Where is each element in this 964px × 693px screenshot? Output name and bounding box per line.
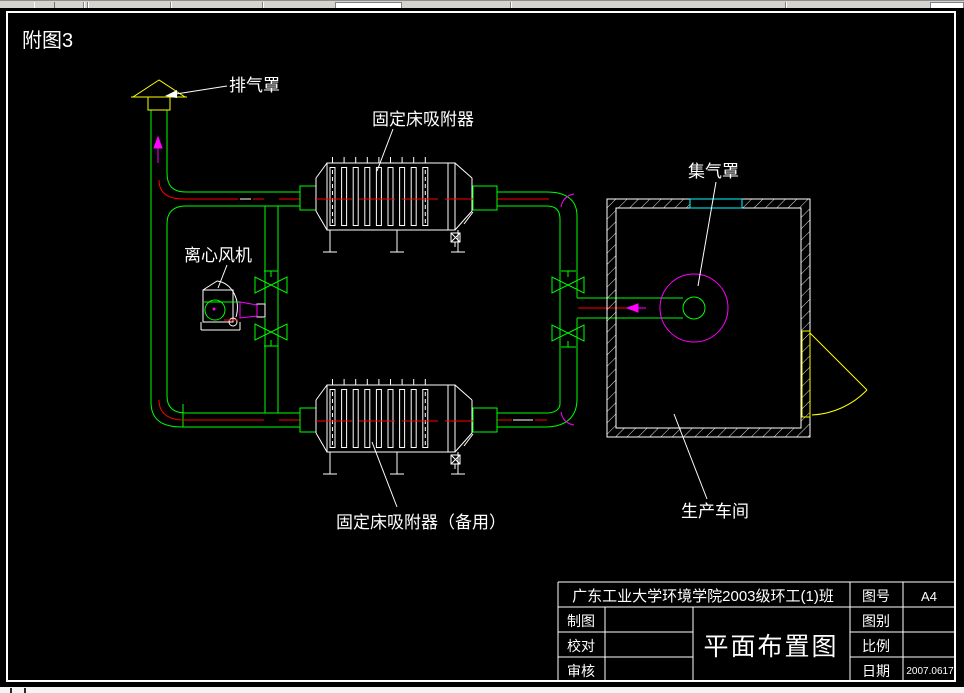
org-name: 广东工业大学环境学院2003级环工(1)班 [572, 587, 834, 605]
checked-label: 校对 [567, 638, 595, 654]
drawing-title: 平面布置图 [703, 633, 838, 661]
date-value: 2007.0617 [906, 666, 954, 677]
leader-line [165, 85, 717, 508]
valve [254, 270, 288, 294]
drawing-no-value: A4 [921, 589, 937, 604]
valve [254, 323, 288, 347]
drawing-canvas[interactable]: 附图3 [0, 8, 964, 687]
gas-collection-hood [625, 273, 729, 343]
approved-label: 审核 [567, 663, 595, 679]
drawing-frame [6, 11, 956, 682]
workshop [606, 198, 868, 438]
toolbar-separator [785, 2, 786, 8]
toolbar-strip[interactable] [0, 0, 964, 8]
adsorber-top [299, 156, 498, 253]
toolbar-button[interactable] [34, 2, 55, 8]
exhaust-stack [131, 79, 187, 163]
label-gas-hood: 集气罩 [688, 162, 739, 181]
date-label: 日期 [862, 663, 890, 679]
window-marker [689, 198, 743, 209]
status-mark [10, 688, 12, 693]
toolbar-combobox[interactable] [335, 2, 402, 8]
pipework [150, 110, 683, 428]
label-adsorber-backup: 固定床吸附器（备用） [336, 513, 506, 532]
figure-label: 附图3 [22, 29, 73, 52]
label-fan: 离心风机 [184, 246, 252, 265]
drafted-label: 制图 [567, 613, 595, 629]
door [801, 330, 868, 418]
label-workshop: 生产车间 [681, 502, 749, 521]
flow-left-arrow-icon [625, 303, 646, 313]
toolbar-separator [262, 2, 263, 8]
status-strip[interactable] [0, 687, 964, 693]
adsorber-backup [299, 378, 498, 475]
toolbar-separator [170, 2, 171, 8]
label-exhaust-hood: 排气罩 [229, 76, 280, 95]
valve [551, 270, 585, 294]
toolbar-separator [83, 2, 84, 8]
toolbar-separator [510, 2, 511, 8]
toolbar-separator [87, 2, 88, 8]
title-block: 广东工业大学环境学院2003级环工(1)班 图号 A4 制图 校对 审核 平面布… [557, 581, 955, 681]
status-mark [24, 688, 26, 693]
flow-up-arrow-icon [153, 135, 163, 163]
valve [551, 324, 585, 348]
drawing-no-label: 图号 [862, 588, 890, 604]
sheet-type-label: 图别 [862, 613, 890, 629]
label-adsorber: 固定床吸附器 [372, 110, 474, 129]
scale-label: 比例 [862, 638, 890, 654]
